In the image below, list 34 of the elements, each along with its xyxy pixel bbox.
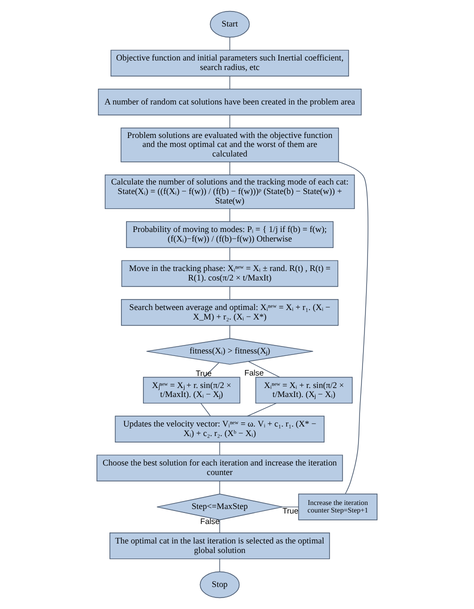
connector (229, 325, 230, 339)
connector (229, 36, 230, 50)
connector (229, 247, 230, 261)
node-box: Move in the tracking phase: Xᵢⁿᵉʷ = Xᵢ ± rand. R(t) , R(t) = R(1). cos(π/2 × t/MaxIt) (121, 260, 338, 287)
connector (248, 361, 280, 378)
connector (229, 76, 230, 90)
node-ellipse: Start (210, 10, 250, 38)
connector (229, 286, 230, 300)
node-box: Objective function and initial parameters such Inertial coefficient, search radius, etc (110, 50, 350, 76)
edge-label: True (282, 506, 298, 516)
connector (219, 558, 220, 572)
connector (219, 480, 220, 494)
connector (204, 362, 220, 378)
node-diamond: fitness(Xᵢ) > fitness(Xⱼ) (146, 338, 314, 365)
node-ellipse: Stop (200, 571, 240, 598)
node-box: Calculate the number of solutions and the tracking mode of each cat: State(Xᵢ) = ((f(Xᵢ) − f(w)) / (f(b) − f(w)))ᵖ (State(b) − State(w)) + State(w) (104, 174, 355, 210)
node-box: Xⱼⁿᵉʷ = Xⱼ + r. sin(π/2 × t/MaxIt). (Xᵢ − Xⱼ) (142, 376, 240, 404)
node-box: The optimal cat in the last iteration is selected as the optimal global solution (110, 532, 330, 560)
connector (219, 442, 220, 456)
connector (200, 402, 211, 416)
connector (282, 506, 299, 508)
node-box: Choose the best solution for each iteration and increase the iteration counter (96, 454, 343, 482)
connector (229, 114, 230, 128)
node-box: A number of random cat solutions have been created in the problem area (98, 88, 362, 116)
connector (219, 520, 220, 534)
connector (229, 208, 230, 222)
node-box: Problem solutions are evaluated with the objective function and the most optimal cat and the worst of them are calculated (120, 128, 339, 162)
connector (338, 162, 368, 494)
node-box: Xᵢⁿᵉʷ = Xᵢ + r. sin(π/2 × t/MaxIt). (Xⱼ − Xᵢ) (255, 376, 353, 404)
connector (229, 162, 230, 175)
node-box: Updates the velocity vector: Vᵢⁿᵉʷ = ω. Vᵢ + c₁. r₁. (X* − Xᵢ) + c₂. r₂. (Xᵇ − Xᵢ) (114, 416, 325, 442)
node-box: Search between average and optimal: Xᵢⁿᵉʷ = Xᵢ + r₁. (Xᵢ − X_M) + r₂. (Xᵢ − X*) (121, 299, 339, 326)
edge-label: False (244, 368, 264, 378)
node-box: Probability of moving to modes: Pᵢ = { 1/j if f(b) = f(w); (f(Xᵢ)−f(w)) / (f(b)−f(w)) Otherwise (126, 221, 334, 248)
